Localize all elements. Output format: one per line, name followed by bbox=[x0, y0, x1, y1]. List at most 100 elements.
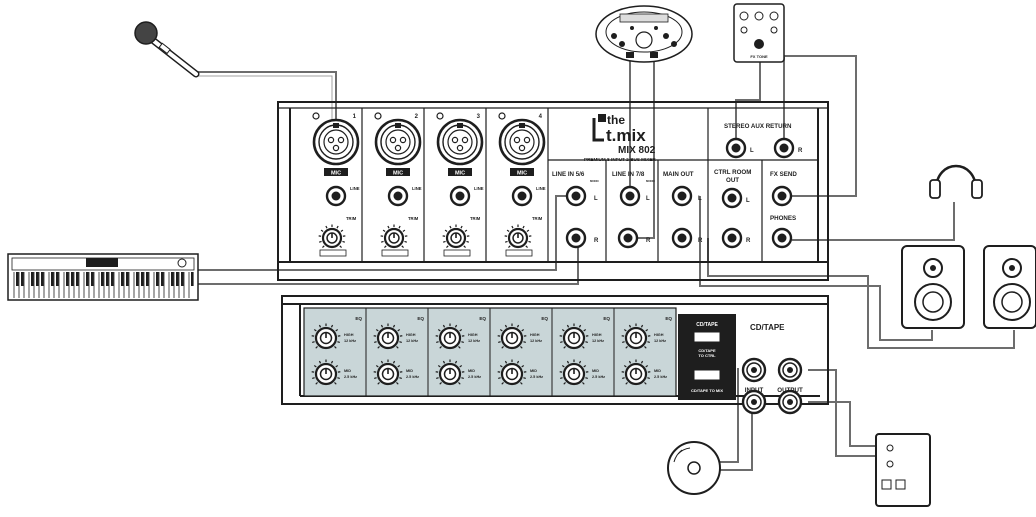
trim-scale bbox=[444, 250, 470, 256]
cd-tape-to-mix-switch[interactable] bbox=[694, 370, 720, 380]
cd-tape-to-mix-label: CD/TAPE TO MIX bbox=[691, 388, 723, 393]
eq-high-freq: 12 kHz bbox=[468, 339, 480, 343]
mic-cable-inner bbox=[196, 76, 332, 136]
ctrl-room-r-jack[interactable] bbox=[723, 229, 741, 247]
line-in-56-label: LINE IN 5/6 bbox=[552, 171, 585, 178]
xlr-input-jack[interactable] bbox=[438, 120, 482, 164]
screw bbox=[313, 113, 319, 119]
eq-high-label: HIGH bbox=[406, 333, 416, 337]
trim-knob[interactable] bbox=[505, 225, 532, 248]
brand-line2: t.mix bbox=[606, 126, 646, 145]
fx-tone-label: FX TONE bbox=[750, 54, 768, 59]
keyboard-black-key bbox=[16, 272, 19, 286]
line-in-7-jack[interactable] bbox=[621, 187, 639, 205]
keyboard-black-key bbox=[181, 272, 184, 286]
aux-return-l-jack[interactable] bbox=[727, 139, 745, 157]
speaker-icon bbox=[984, 246, 1036, 328]
trim-knob[interactable] bbox=[319, 225, 346, 248]
mic-channels: 1MICLINETRIM2MICLINETRIM3MICLINETRIM4MIC… bbox=[313, 113, 546, 256]
eq-mid-label: MID bbox=[654, 369, 661, 373]
eq-mid-label: MID bbox=[406, 369, 413, 373]
screw bbox=[375, 113, 381, 119]
main-out-r-jack[interactable] bbox=[673, 229, 691, 247]
brand-line1: the bbox=[607, 113, 625, 127]
ctrl-room-label-2: OUT bbox=[726, 177, 739, 184]
aux-return-r-jack[interactable] bbox=[775, 139, 793, 157]
xlr-input-jack[interactable] bbox=[376, 120, 420, 164]
brand-logo: the t.mix MIX 802 PREMIUM 8-INPUT 2-BUS … bbox=[584, 113, 656, 162]
eq-mid-freq: 2.5 kHz bbox=[530, 375, 543, 379]
trim-label: TRIM bbox=[346, 216, 357, 221]
eq-label: EQ bbox=[541, 316, 548, 321]
eq-high-label: HIGH bbox=[344, 333, 354, 337]
keyboard-black-key bbox=[41, 272, 44, 286]
trim-knob[interactable] bbox=[381, 225, 408, 248]
input-label: INPUT bbox=[745, 387, 764, 394]
screw bbox=[437, 113, 443, 119]
keyboard-black-key bbox=[126, 272, 129, 286]
keyboard-black-key bbox=[141, 272, 144, 286]
line-in-6-jack[interactable] bbox=[567, 229, 585, 247]
stereo-aux-return-label: STEREO AUX RETURN bbox=[724, 123, 792, 130]
ctrl-room-r: R bbox=[746, 238, 751, 244]
cd-tape-output-l-jack[interactable] bbox=[779, 359, 801, 381]
eq-mid-freq: 2.5 kHz bbox=[344, 375, 357, 379]
keyboard-black-key bbox=[146, 272, 149, 286]
line-in-78-l: L bbox=[646, 196, 650, 202]
eq-label: EQ bbox=[665, 316, 672, 321]
phones-label: PHONES bbox=[770, 215, 796, 222]
main-out-l-jack[interactable] bbox=[673, 187, 691, 205]
eq-high-label: HIGH bbox=[468, 333, 478, 337]
fx-send-label: FX SEND bbox=[770, 171, 797, 178]
ctrl-room-label-1: CTRL ROOM bbox=[714, 169, 751, 176]
eq-mid-freq: 2.5 kHz bbox=[654, 375, 667, 379]
keyboard-black-key bbox=[171, 272, 174, 286]
mic-cable bbox=[196, 72, 336, 136]
mic-label: MIC bbox=[331, 171, 341, 177]
trim-label: TRIM bbox=[532, 216, 543, 221]
line-in-78-label: LINE IN 7/8 bbox=[612, 171, 645, 178]
cd-tape-input-l-jack[interactable] bbox=[743, 359, 765, 381]
keyboard-black-key bbox=[106, 272, 109, 286]
eq-high-freq: 12 kHz bbox=[406, 339, 418, 343]
eq-high-freq: 12 kHz bbox=[344, 339, 356, 343]
line-label: LINE bbox=[536, 186, 546, 191]
xlr-input-jack[interactable] bbox=[500, 120, 544, 164]
line-input-jack[interactable] bbox=[451, 187, 469, 205]
line-input-jack[interactable] bbox=[327, 187, 345, 205]
keyboard-black-key bbox=[51, 272, 54, 286]
eq-mid-freq: 2.5 kHz bbox=[468, 375, 481, 379]
eq-label: EQ bbox=[603, 316, 610, 321]
eq-high-label: HIGH bbox=[530, 333, 540, 337]
keyboard-black-key bbox=[66, 272, 69, 286]
eq-high-label: HIGH bbox=[654, 333, 664, 337]
line-label: LINE bbox=[474, 186, 484, 191]
cd-tape-input-r-jack[interactable] bbox=[743, 391, 765, 413]
ctrl-room-l: L bbox=[746, 198, 750, 204]
line-in-8-jack[interactable] bbox=[619, 229, 637, 247]
line-in-56-section: LINE IN 5/6 MONO L R bbox=[552, 171, 600, 247]
phones-cable bbox=[792, 202, 954, 240]
cd-tape-to-ctrl-switch[interactable] bbox=[694, 332, 720, 342]
phones-jack[interactable] bbox=[773, 229, 791, 247]
cd-tape-io-section: CD/TAPE INPUT OUTPUT bbox=[743, 323, 803, 413]
eq-high-freq: 12 kHz bbox=[530, 339, 542, 343]
ctrl-room-l-jack[interactable] bbox=[723, 189, 741, 207]
line-input-jack[interactable] bbox=[389, 187, 407, 205]
xlr-input-jack[interactable] bbox=[314, 120, 358, 164]
keyboard-black-key bbox=[31, 272, 34, 286]
line-in-56-r: R bbox=[594, 238, 599, 244]
line-in-78-section: LINE IN 7/8 MONO L R bbox=[612, 171, 656, 247]
keyboard-black-key bbox=[191, 272, 194, 286]
keyboard-black-key bbox=[101, 272, 104, 286]
channel-number: 1 bbox=[353, 114, 357, 120]
cd-tape-output-r-jack[interactable] bbox=[779, 391, 801, 413]
fx-send-jack[interactable] bbox=[773, 187, 791, 205]
line-input-jack[interactable] bbox=[513, 187, 531, 205]
line-in-5-jack[interactable] bbox=[567, 187, 585, 205]
aux-return-l: L bbox=[750, 148, 754, 154]
trim-knob[interactable] bbox=[443, 225, 470, 248]
